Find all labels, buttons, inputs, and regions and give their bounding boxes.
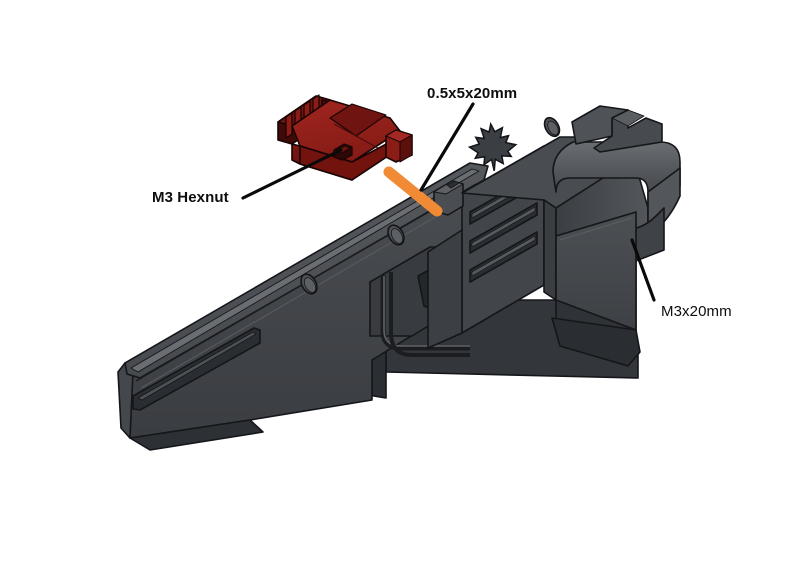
- top-notch-step2: [571, 105, 629, 145]
- label-shim-size: 0.5x5x20mm: [427, 85, 518, 102]
- inner-panel: [427, 229, 463, 349]
- orange-shim-rod: [383, 166, 443, 217]
- rail-recessed-slot-inner: [137, 331, 257, 401]
- leader-lines: [241, 102, 656, 302]
- wire-channel-loop-2: [389, 272, 470, 357]
- rear-block-bottom: [551, 317, 641, 367]
- leader-hexnut: [241, 148, 343, 200]
- leader-shim: [419, 102, 475, 192]
- label-m3x20mm-screw: M3x20mm: [661, 303, 732, 320]
- wire-channel-loop: [380, 275, 470, 351]
- vent-slot-2-hi: [471, 206, 536, 248]
- main-body: [117, 105, 681, 451]
- bracket-side-tab-shadow: [399, 134, 413, 163]
- shim-boss-notch: [446, 180, 460, 189]
- rear-block-front: [543, 199, 557, 301]
- rear-block-lower-edge: [559, 217, 633, 241]
- vent-slot-3-hi: [471, 235, 536, 277]
- red-bracket: [277, 94, 413, 181]
- oval-hole-1-inner: [303, 277, 317, 293]
- bracket-top-recess: [329, 103, 387, 137]
- oval-hole-3-inner: [547, 120, 559, 136]
- bracket-rib: [333, 123, 379, 149]
- maple-leaf-icon: [467, 121, 518, 171]
- wire-channel-loop-hi: [383, 276, 470, 347]
- label-m3-hexnut: M3 Hexnut: [152, 189, 229, 206]
- leader-screw: [630, 238, 656, 302]
- oval-hole-2-inner: [390, 228, 404, 244]
- rail-highlight-strip: [130, 168, 480, 373]
